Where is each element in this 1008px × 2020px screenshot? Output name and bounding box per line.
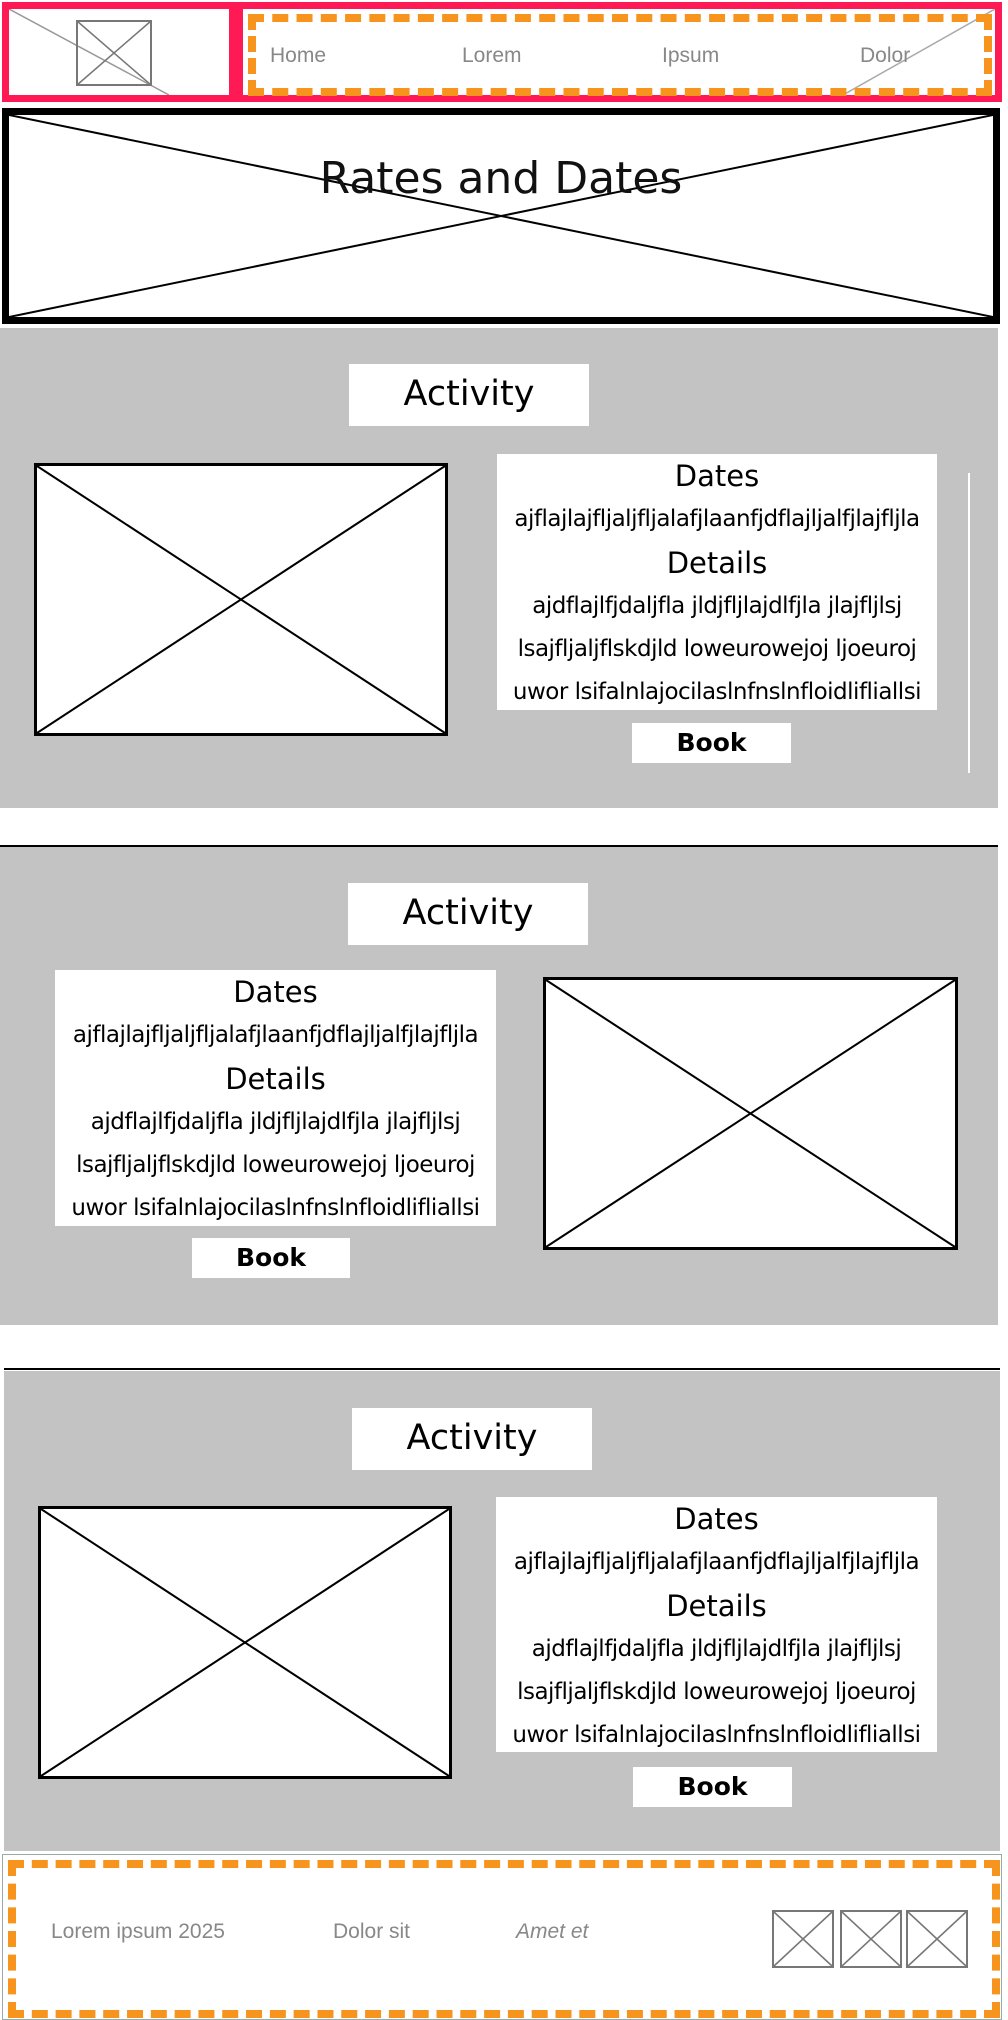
dates-text: ajflajlajfljaljfljalafjlaanfjdflajljalfj… bbox=[514, 506, 920, 532]
social-icon-1[interactable] bbox=[772, 1910, 834, 1968]
activity-title: Activity bbox=[352, 1408, 592, 1470]
image-placeholder-icon bbox=[774, 1912, 832, 1966]
nav-item-ipsum[interactable]: Ipsum bbox=[662, 44, 720, 67]
details-line: lsajfljaljflskdjld loweurowejoj ljoeuroj bbox=[517, 1679, 916, 1705]
dates-heading: Dates bbox=[233, 975, 318, 1009]
activity-title: Activity bbox=[348, 883, 588, 945]
book-button[interactable]: Book bbox=[192, 1238, 350, 1278]
details-line: uwor lsifalnlajocilaslnfnslnfloidliflial… bbox=[512, 679, 922, 705]
footer-copyright: Lorem ipsum 2025 bbox=[51, 1920, 225, 1943]
activity-info-panel: Dates ajflajlajfljaljfljalafjlaanfjdflaj… bbox=[496, 1497, 937, 1752]
details-line: ajdflajlfjdaljfla jldjfljlajdlfjla jlajf… bbox=[532, 593, 902, 619]
activity-info-panel: Dates ajflajlajfljaljfljalafjlaanfjdflaj… bbox=[497, 454, 937, 710]
section-divider bbox=[0, 845, 998, 847]
hero-banner: Rates and Dates bbox=[2, 108, 1000, 324]
nav-dashed-frame bbox=[248, 14, 992, 96]
activity-section-2: Activity Dates ajflajlajfljaljfljalafjla… bbox=[0, 847, 998, 1325]
nav-background-placeholder bbox=[842, 9, 995, 95]
details-line: lsajfljaljflskdjld loweurowejoj ljoeuroj bbox=[76, 1152, 475, 1178]
image-placeholder-icon bbox=[842, 1912, 900, 1966]
details-heading: Details bbox=[666, 546, 768, 580]
dates-heading: Dates bbox=[674, 1502, 759, 1536]
nav-item-home[interactable]: Home bbox=[270, 44, 327, 67]
activity-info-panel: Dates ajflajlajfljaljfljalafjlaanfjdflaj… bbox=[55, 970, 496, 1226]
activity-image-placeholder bbox=[34, 463, 448, 736]
details-line: ajdflajlfjdaljfla jldjfljlajdlfjla jlajf… bbox=[531, 1636, 902, 1662]
dates-text: ajflajlajfljaljfljalafjlaanfjdflajljalfj… bbox=[72, 1022, 479, 1048]
details-line: uwor lsifalnlajocilaslnfnslnfloidliflial… bbox=[71, 1195, 480, 1221]
footer-link[interactable]: Dolor sit bbox=[333, 1920, 411, 1943]
logo-placeholder-icon bbox=[9, 9, 170, 95]
book-button[interactable]: Book bbox=[632, 723, 791, 763]
details-heading: Details bbox=[666, 1589, 767, 1623]
social-icon-3[interactable] bbox=[906, 1910, 968, 1968]
scrollbar-track[interactable] bbox=[968, 473, 970, 773]
activity-section-3: Activity Dates ajflajlajfljaljfljalafjla… bbox=[4, 1371, 1000, 1851]
details-line: ajdflajlfjdaljfla jldjfljlajdlfjla jlajf… bbox=[90, 1109, 461, 1135]
activity-image-placeholder bbox=[38, 1506, 452, 1779]
activity-section-1: Activity Dates ajflajlajfljaljfljalafjla… bbox=[0, 328, 998, 808]
section-divider bbox=[4, 1368, 1000, 1370]
nav-item-dolor[interactable]: Dolor bbox=[860, 44, 911, 67]
dates-text: ajflajlajfljaljfljalafjlaanfjdflajljalfj… bbox=[513, 1549, 920, 1575]
details-heading: Details bbox=[225, 1062, 326, 1096]
footer bbox=[2, 1854, 1002, 2020]
logo-container[interactable] bbox=[2, 2, 236, 102]
details-line: uwor lsifalnlajocilaslnfnslnfloidliflial… bbox=[512, 1722, 921, 1748]
nav-item-lorem[interactable]: Lorem bbox=[462, 44, 522, 67]
social-icon-2[interactable] bbox=[840, 1910, 902, 1968]
dates-heading: Dates bbox=[674, 459, 760, 493]
footer-dashed-frame bbox=[8, 1860, 1000, 2018]
footer-tagline: Amet et bbox=[516, 1920, 589, 1943]
image-placeholder-icon bbox=[908, 1912, 966, 1966]
book-button[interactable]: Book bbox=[633, 1767, 792, 1807]
page-title: Rates and Dates bbox=[319, 153, 683, 204]
activity-image-placeholder bbox=[543, 977, 958, 1250]
activity-title: Activity bbox=[349, 364, 589, 426]
hero-image-placeholder bbox=[9, 115, 993, 317]
details-line: lsajfljaljflskdjld loweurowejoj ljoeuroj bbox=[517, 636, 917, 662]
